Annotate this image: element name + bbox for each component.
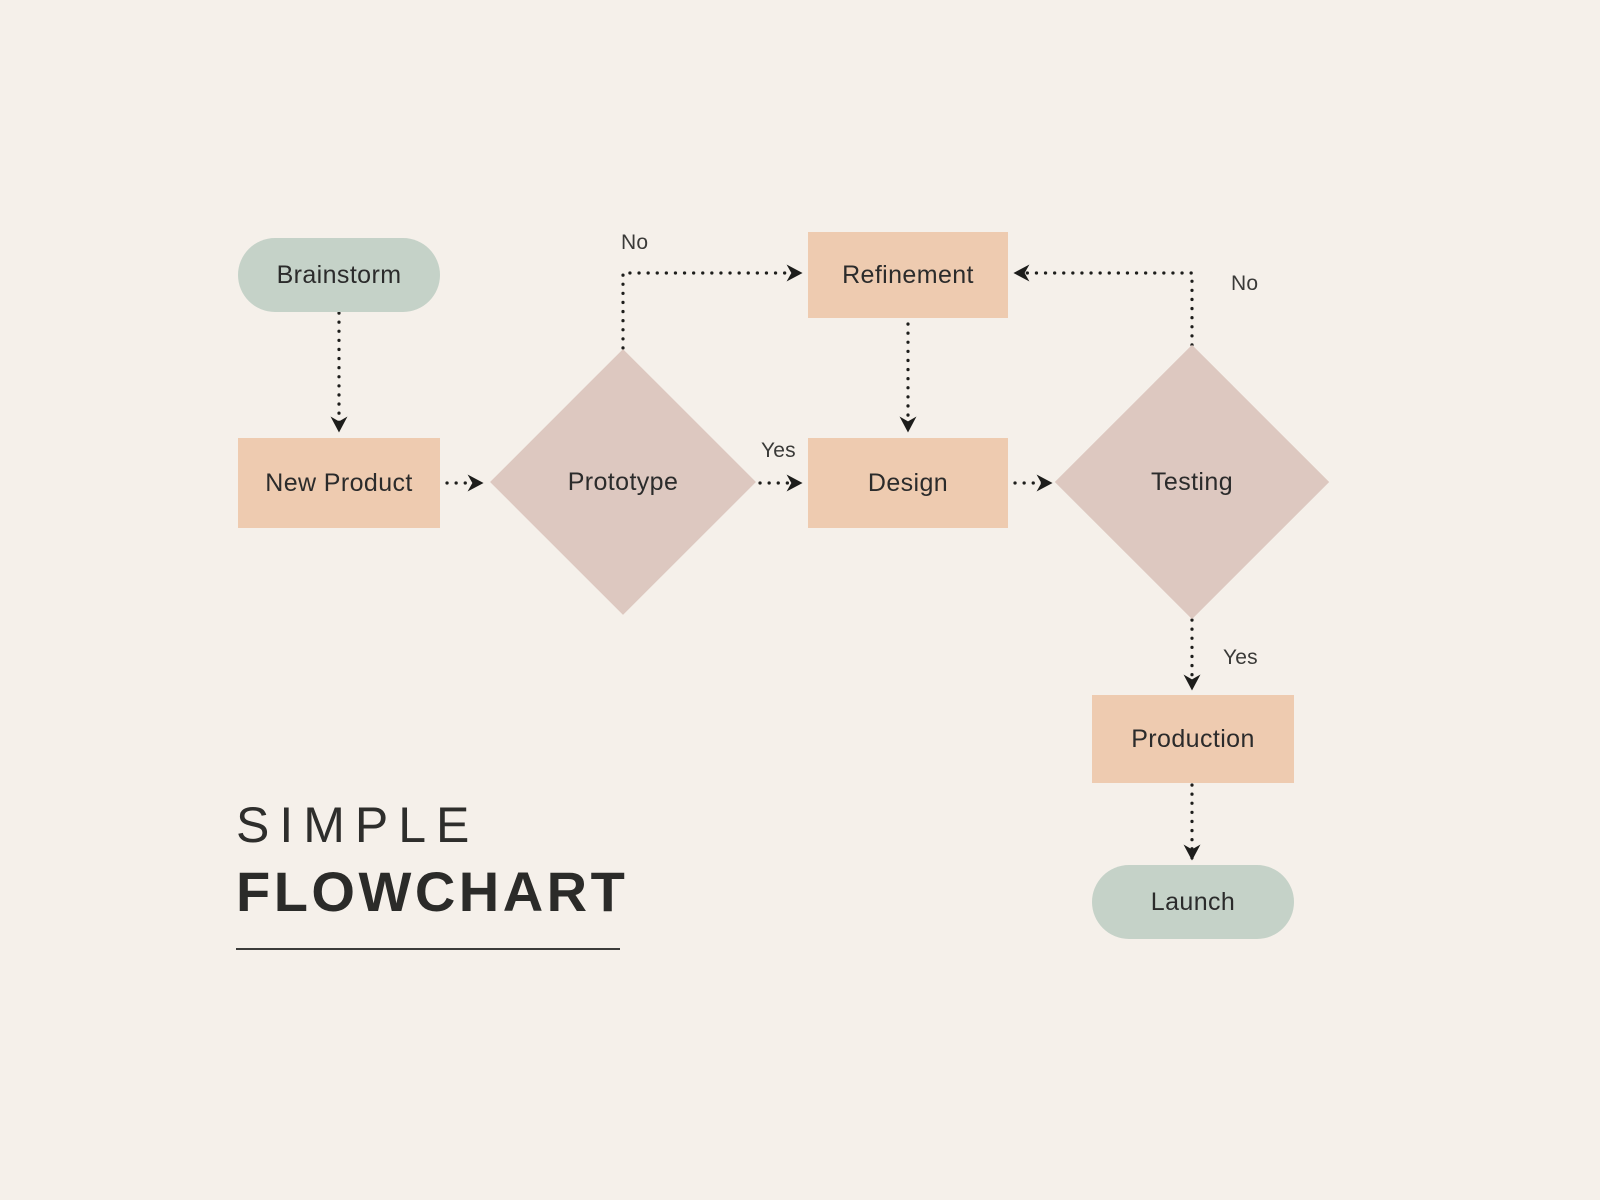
node-label-production: Production [1131,724,1255,753]
connector-prototype-no-to-refinement [621,264,803,350]
node-label-new-product: New Product [265,468,413,497]
label-testing-no: No [1231,272,1259,295]
node-new-product[interactable]: New Product [238,438,440,528]
node-launch[interactable]: Launch [1092,865,1294,939]
node-label-prototype: Prototype [567,467,679,496]
connector-testing-no-to-refinement [1013,264,1194,347]
page-title-secondary: FLOWCHART [236,860,629,923]
node-production[interactable]: Production [1092,695,1294,783]
node-label-testing: Testing [1150,467,1233,496]
label-prototype-no: No [621,231,649,254]
node-brainstorm[interactable]: Brainstorm [238,238,440,312]
node-label-refinement: Refinement [842,260,974,289]
node-label-brainstorm: Brainstorm [276,260,402,289]
title-divider [236,948,620,950]
page-title-primary: SIMPLE [236,797,480,853]
label-prototype-yes: Yes [761,439,796,462]
node-label-design: Design [867,468,949,497]
node-refinement[interactable]: Refinement [808,232,1008,318]
label-testing-yes: Yes [1223,646,1258,669]
node-label-launch: Launch [1150,887,1236,916]
title-block: SIMPLE FLOWCHART [236,800,628,950]
node-prototype[interactable]: Prototype [490,349,756,615]
node-testing[interactable]: Testing [1054,344,1330,620]
node-design[interactable]: Design [808,438,1008,528]
